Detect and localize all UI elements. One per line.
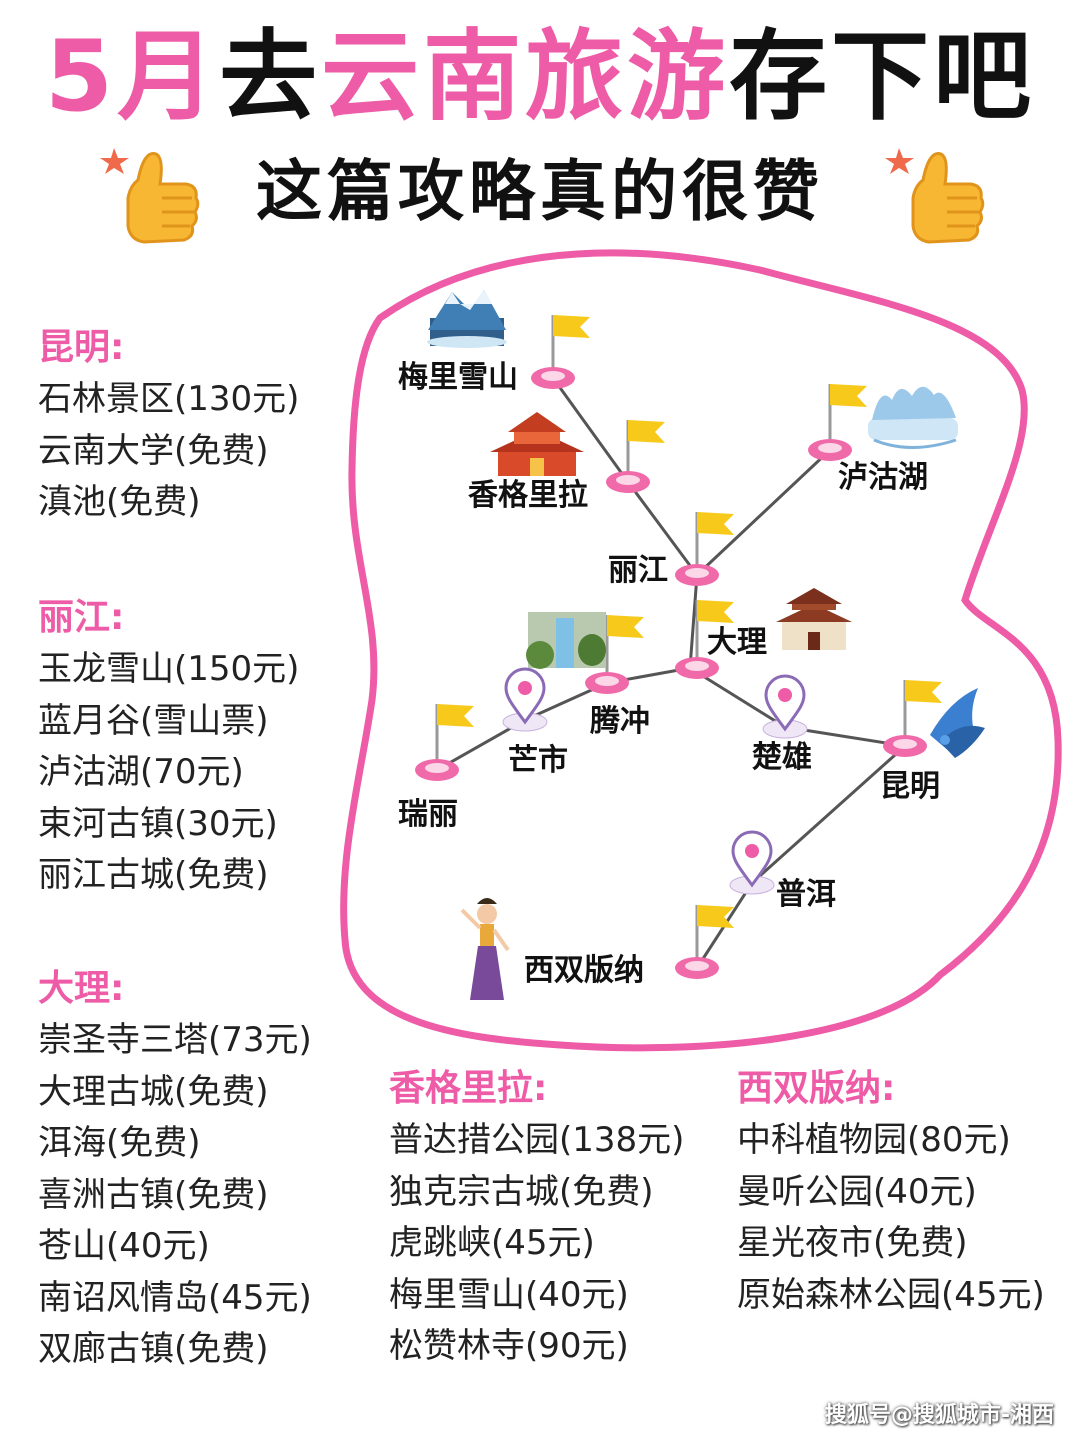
list-item: 石林景区(130元) (38, 379, 300, 419)
map-node-puer (729, 830, 775, 895)
list-item: 洱海(免费) (38, 1123, 201, 1163)
list-item: 虎跳峡(45元) (389, 1223, 595, 1263)
flag-icon (697, 512, 734, 535)
bird-icon (930, 688, 985, 758)
map-label-dali: 大理 (707, 625, 767, 660)
map-node-tengchong (585, 615, 644, 694)
list-item: 中科植物园(80元) (737, 1120, 1011, 1160)
list-item: 松赞林寺(90元) (389, 1326, 629, 1366)
location-pin-icon (731, 830, 773, 888)
flag-icon (553, 315, 590, 338)
map-node-chuxiong (762, 674, 808, 739)
thumbs-up-icon (885, 148, 985, 244)
flag-icon (697, 905, 734, 928)
map-label-puer: 普洱 (776, 877, 836, 912)
map-label-ruili: 瑞丽 (398, 797, 458, 832)
map-node-meili (531, 315, 590, 389)
dancer-icon (460, 898, 510, 1000)
map-node-ruili (415, 704, 474, 781)
section-title: 西双版纳: (737, 1068, 896, 1109)
section-dali: 大理: 崇圣寺三塔(73元) 大理古城(免费) 洱海(免费) 喜洲古镇(免费) … (38, 963, 312, 1376)
location-pin-icon (504, 667, 546, 725)
flag-icon (830, 384, 867, 407)
section-title: 香格里拉: (389, 1068, 548, 1109)
map-label-mangshi: 芒市 (508, 743, 568, 778)
waterfall-icon (526, 612, 606, 669)
list-item: 大理古城(免费) (38, 1071, 269, 1112)
section-xsbn: 西双版纳: 中科植物园(80元) 曼听公园(40元) 星光夜市(免费) 原始森林… (737, 1063, 1045, 1321)
list-item: 丽江古城(免费) (38, 855, 269, 895)
map-node-kunming (883, 680, 942, 757)
list-item: 泸沽湖(70元) (38, 752, 244, 792)
location-pin-icon (764, 674, 806, 732)
list-item: 滇池(免费) (38, 482, 201, 522)
watermark: 搜狐号@搜狐城市-湘西 (824, 1403, 1054, 1428)
title-part-1: 5月 (44, 20, 220, 134)
section-title: 大理: (38, 968, 125, 1009)
map-node-shangri (606, 420, 665, 493)
temple-icon (490, 412, 584, 476)
star-icon (100, 148, 129, 174)
map-label-kunming: 昆明 (880, 769, 940, 804)
map-label-shangri: 香格里拉 (468, 478, 588, 513)
list-item: 星光夜市(免费) (737, 1223, 968, 1263)
snow-mountain-icon (427, 290, 507, 348)
map-node-lugu (808, 384, 867, 461)
section-kunming: 昆明: 石林景区(130元) 云南大学(免费) 滇池(免费) (38, 322, 299, 529)
map-label-chuxiong: 楚雄 (752, 740, 812, 775)
map-node-mangshi (502, 667, 548, 732)
flag-icon (697, 600, 734, 623)
title-part-2: 去 (219, 20, 322, 134)
list-item: 玉龙雪山(150元) (38, 649, 300, 689)
list-item: 崇圣寺三塔(73元) (38, 1020, 312, 1060)
pagoda-icon (776, 588, 852, 650)
map-node-dali (675, 600, 734, 679)
list-item: 苍山(40元) (38, 1226, 210, 1266)
list-item: 独克宗古城(免费) (389, 1171, 654, 1212)
map-label-meili: 梅里雪山 (398, 360, 518, 395)
province-outline (340, 249, 1062, 1052)
flag-icon (905, 680, 942, 703)
lake-icon (868, 386, 958, 449)
list-item: 束河古镇(30元) (38, 803, 278, 844)
map-node-xsbn (675, 905, 734, 979)
list-item: 双廊古镇(免费) (38, 1329, 269, 1369)
list-item: 普达措公园(138元) (389, 1120, 685, 1160)
title-part-3: 云南旅游 (321, 20, 730, 134)
map-label-lijiang: 丽江 (608, 553, 668, 588)
map-node-lijiang (675, 512, 734, 586)
map-label-lugu: 泸沽湖 (838, 460, 928, 495)
list-item: 喜洲古镇(免费) (38, 1174, 269, 1215)
section-title: 丽江: (38, 597, 125, 638)
list-item: 蓝月谷(雪山票) (38, 700, 269, 741)
section-title: 昆明: (38, 327, 125, 368)
list-item: 曼听公园(40元) (737, 1171, 977, 1212)
list-item: 梅里雪山(40元) (389, 1274, 629, 1315)
section-lijiang: 丽江: 玉龙雪山(150元) 蓝月谷(雪山票) 泸沽湖(70元) 束河古镇(30… (38, 592, 299, 902)
star-icon (885, 148, 914, 174)
map-label-xsbn: 西双版纳 (524, 953, 644, 988)
list-item: 原始森林公园(45元) (737, 1274, 1045, 1315)
page-subtitle: 这篇攻略真的很赞 (256, 153, 824, 230)
map-label-tengchong: 腾冲 (590, 704, 650, 739)
page-title: 5月去云南旅游存下吧 (0, 22, 1080, 132)
thumbs-up-icon (100, 148, 200, 244)
flag-icon (628, 420, 665, 443)
flag-icon (437, 704, 474, 727)
section-shangri: 香格里拉: 普达措公园(138元) 独克宗古城(免费) 虎跳峡(45元) 梅里雪… (389, 1063, 684, 1373)
list-item: 云南大学(免费) (38, 430, 269, 471)
flag-icon (607, 615, 644, 638)
list-item: 南诏风情岛(45元) (38, 1277, 312, 1318)
title-part-4: 存下吧 (729, 20, 1036, 134)
